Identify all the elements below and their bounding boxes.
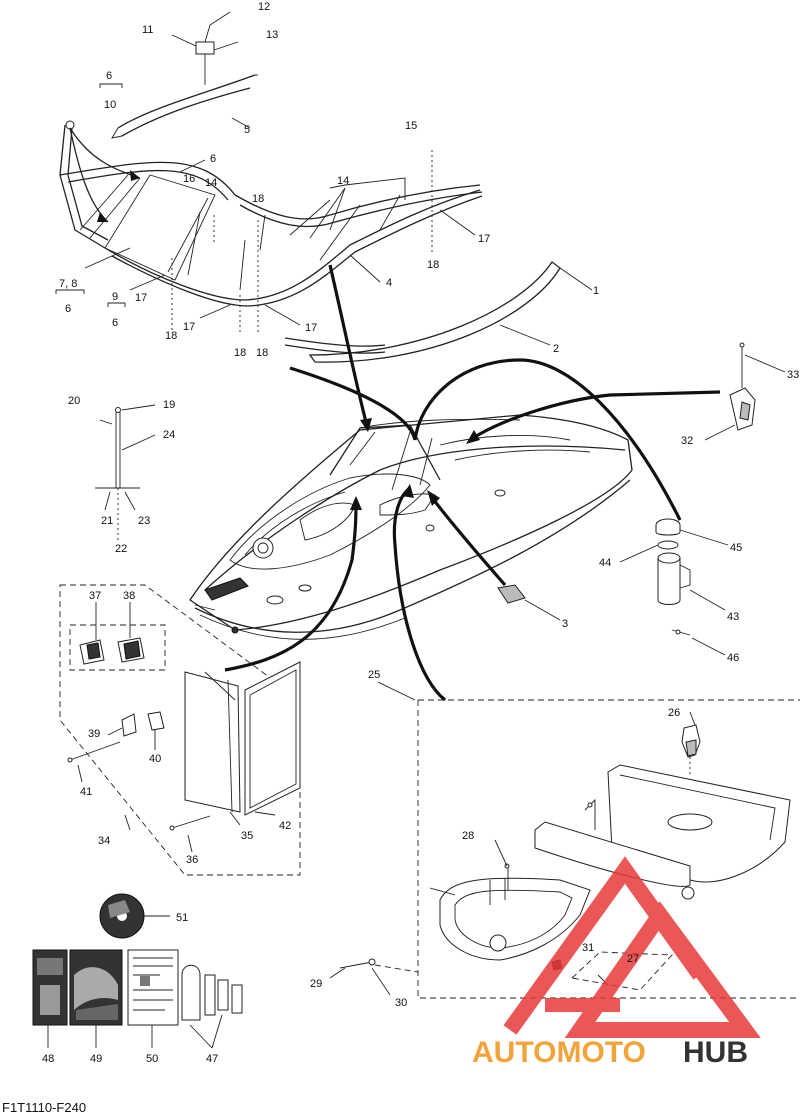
- part-3: [497, 584, 561, 621]
- brand-name-part2: HUB: [683, 1036, 748, 1069]
- label-6-top: 6: [106, 70, 112, 82]
- documents-set: [32, 949, 243, 1049]
- part-32-33: [704, 342, 786, 441]
- label-17-bottom: 17: [183, 321, 195, 333]
- label-16: 16: [183, 173, 195, 185]
- label-40: 40: [149, 753, 161, 765]
- label-29: 29: [310, 978, 322, 990]
- label-17-left: 17: [135, 292, 147, 304]
- label-24: 24: [163, 429, 175, 441]
- brand-logo: [503, 856, 761, 1038]
- label-42: 42: [279, 820, 291, 832]
- label-6-left: 6: [65, 303, 71, 315]
- label-4: 4: [386, 277, 392, 289]
- label-25: 25: [368, 669, 380, 681]
- bracket-6-10: [99, 83, 123, 88]
- label-35: 35: [241, 830, 253, 842]
- label-39: 39: [88, 728, 100, 740]
- label-26: 26: [668, 707, 680, 719]
- bracket-7-8: [55, 289, 85, 294]
- label-27: 27: [627, 953, 639, 965]
- label-33: 33: [787, 369, 799, 381]
- door-assembly: [59, 584, 301, 876]
- hatch-assembly: [329, 681, 800, 999]
- label-3: 3: [562, 618, 568, 630]
- label-11: 11: [142, 24, 153, 36]
- label-51: 51: [176, 912, 188, 924]
- label-9: 9: [112, 291, 118, 303]
- label-47: 47: [206, 1053, 218, 1065]
- label-49: 49: [90, 1053, 102, 1065]
- label-6-low: 6: [112, 317, 118, 329]
- label-28: 28: [462, 830, 474, 842]
- label-14-left: 14: [205, 177, 217, 189]
- label-31: 31: [582, 942, 594, 954]
- label-13: 13: [266, 29, 278, 41]
- label-20: 20: [68, 395, 80, 407]
- windshield-assembly: [59, 11, 483, 335]
- label-34: 34: [98, 835, 110, 847]
- diagram-code: F1T1110-F240: [2, 1100, 86, 1114]
- label-18-b: 18: [234, 347, 246, 359]
- label-36: 36: [186, 854, 198, 866]
- label-2: 2: [553, 343, 559, 355]
- label-12: 12: [258, 1, 270, 13]
- label-22: 22: [115, 543, 127, 555]
- label-5: 5: [244, 124, 250, 136]
- part-51-disc: [99, 893, 170, 939]
- label-30: 30: [395, 997, 407, 1009]
- label-7-8: 7, 8: [59, 278, 77, 290]
- label-6-mid: 6: [210, 153, 216, 165]
- label-21: 21: [101, 515, 113, 527]
- label-38: 38: [123, 590, 135, 602]
- label-18-right: 18: [427, 259, 439, 271]
- label-46: 46: [727, 652, 739, 664]
- label-41: 41: [80, 786, 92, 798]
- label-17-right: 17: [478, 233, 490, 245]
- label-14-right: 14: [337, 175, 349, 187]
- part-43-46: [619, 518, 729, 656]
- part-labels: 1 2 3 4 5 6 10 6 7, 8 6 9 6 11 12 13 14 …: [42, 1, 799, 1065]
- label-32: 32: [681, 435, 693, 447]
- windshield-leaders: [84, 74, 476, 326]
- label-43: 43: [727, 611, 739, 623]
- brand-name-part1: AUTOMOTO: [472, 1036, 646, 1069]
- label-19: 19: [163, 399, 175, 411]
- label-15: 15: [405, 120, 417, 132]
- boat-hull: [189, 414, 633, 640]
- label-18-top: 18: [252, 193, 264, 205]
- part-19-24: [95, 404, 156, 540]
- label-10: 10: [104, 99, 116, 111]
- label-1: 1: [593, 285, 599, 297]
- label-23: 23: [138, 515, 150, 527]
- label-18-c: 18: [256, 347, 268, 359]
- label-37: 37: [89, 590, 101, 602]
- label-18-a: 18: [165, 330, 177, 342]
- label-44: 44: [599, 557, 611, 569]
- rub-rails: [284, 261, 593, 363]
- label-48: 48: [42, 1053, 54, 1065]
- label-17-bottom-right: 17: [305, 322, 317, 334]
- label-45: 45: [730, 542, 742, 554]
- label-50: 50: [146, 1053, 158, 1065]
- bracket-9: [107, 302, 126, 307]
- assembly-arrows: [224, 264, 721, 702]
